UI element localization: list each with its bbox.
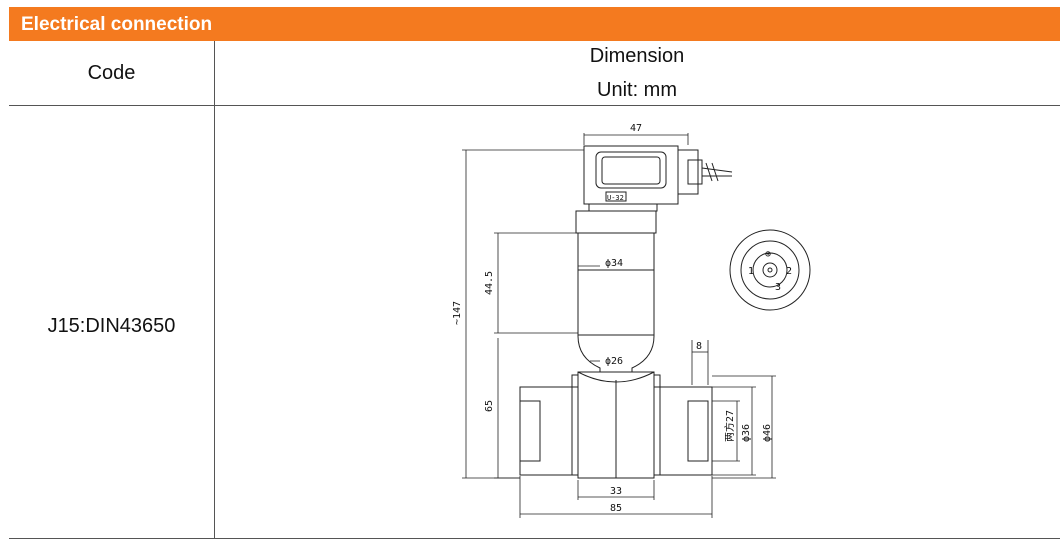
plug-window bbox=[595, 151, 667, 189]
right-flange bbox=[653, 386, 713, 476]
dim-65: 65 bbox=[484, 400, 495, 412]
dim-phi46: ϕ46 bbox=[762, 424, 773, 442]
main-cylinder bbox=[577, 233, 655, 372]
section-title: Electrical connection bbox=[21, 14, 213, 35]
plug-housing bbox=[583, 145, 679, 205]
cable-line bbox=[701, 167, 733, 173]
table-bottom-border bbox=[9, 538, 1060, 539]
left-flange bbox=[519, 386, 579, 476]
header-code: Code bbox=[87, 62, 136, 84]
left-sleeve bbox=[571, 374, 579, 476]
dim-phi34: ϕ34 bbox=[605, 258, 623, 269]
cable-hatch bbox=[711, 162, 719, 182]
dim-33: 33 bbox=[610, 486, 622, 497]
section-title-bar: Electrical connection bbox=[9, 7, 1060, 41]
header-unit: Unit: mm bbox=[597, 79, 677, 101]
plug-label: U-32 bbox=[607, 194, 624, 202]
connector-end-view bbox=[729, 229, 811, 311]
header-divider bbox=[9, 105, 1060, 106]
right-sleeve bbox=[653, 374, 661, 476]
plug-inner bbox=[601, 156, 661, 185]
column-divider bbox=[214, 41, 215, 539]
dim-two-side-27: 两方27 bbox=[723, 410, 736, 442]
connector-neck bbox=[588, 203, 658, 212]
ground-mark: ⊕ bbox=[765, 249, 771, 260]
row-code: J15:DIN43650 bbox=[47, 315, 176, 337]
right-flange-inner bbox=[687, 400, 709, 462]
plug-label-box bbox=[605, 191, 627, 202]
pin-2: 2 bbox=[786, 266, 792, 277]
dim-85: 85 bbox=[610, 503, 622, 514]
dim-147: ~147 bbox=[452, 301, 463, 325]
knurled-ring bbox=[575, 210, 657, 234]
dim-phi26: ϕ26 bbox=[605, 356, 623, 367]
dimension-drawing: 47 U-32 ~147 44.5 ϕ34 ϕ26 65 8 两方27 ϕ36 … bbox=[452, 123, 811, 518]
cable-hatch bbox=[705, 162, 713, 182]
dim-phi36: ϕ36 bbox=[741, 424, 752, 442]
dim-8: 8 bbox=[696, 341, 702, 352]
left-flange-inner bbox=[519, 400, 541, 462]
cable-gland bbox=[677, 149, 699, 195]
pin-1: 1 bbox=[748, 266, 754, 277]
cable-gland-nut bbox=[687, 159, 703, 185]
header-dimension: Dimension bbox=[589, 45, 685, 67]
dim-44-5: 44.5 bbox=[484, 271, 495, 295]
dim-47: 47 bbox=[630, 123, 642, 134]
pin-3: 3 bbox=[775, 282, 781, 293]
